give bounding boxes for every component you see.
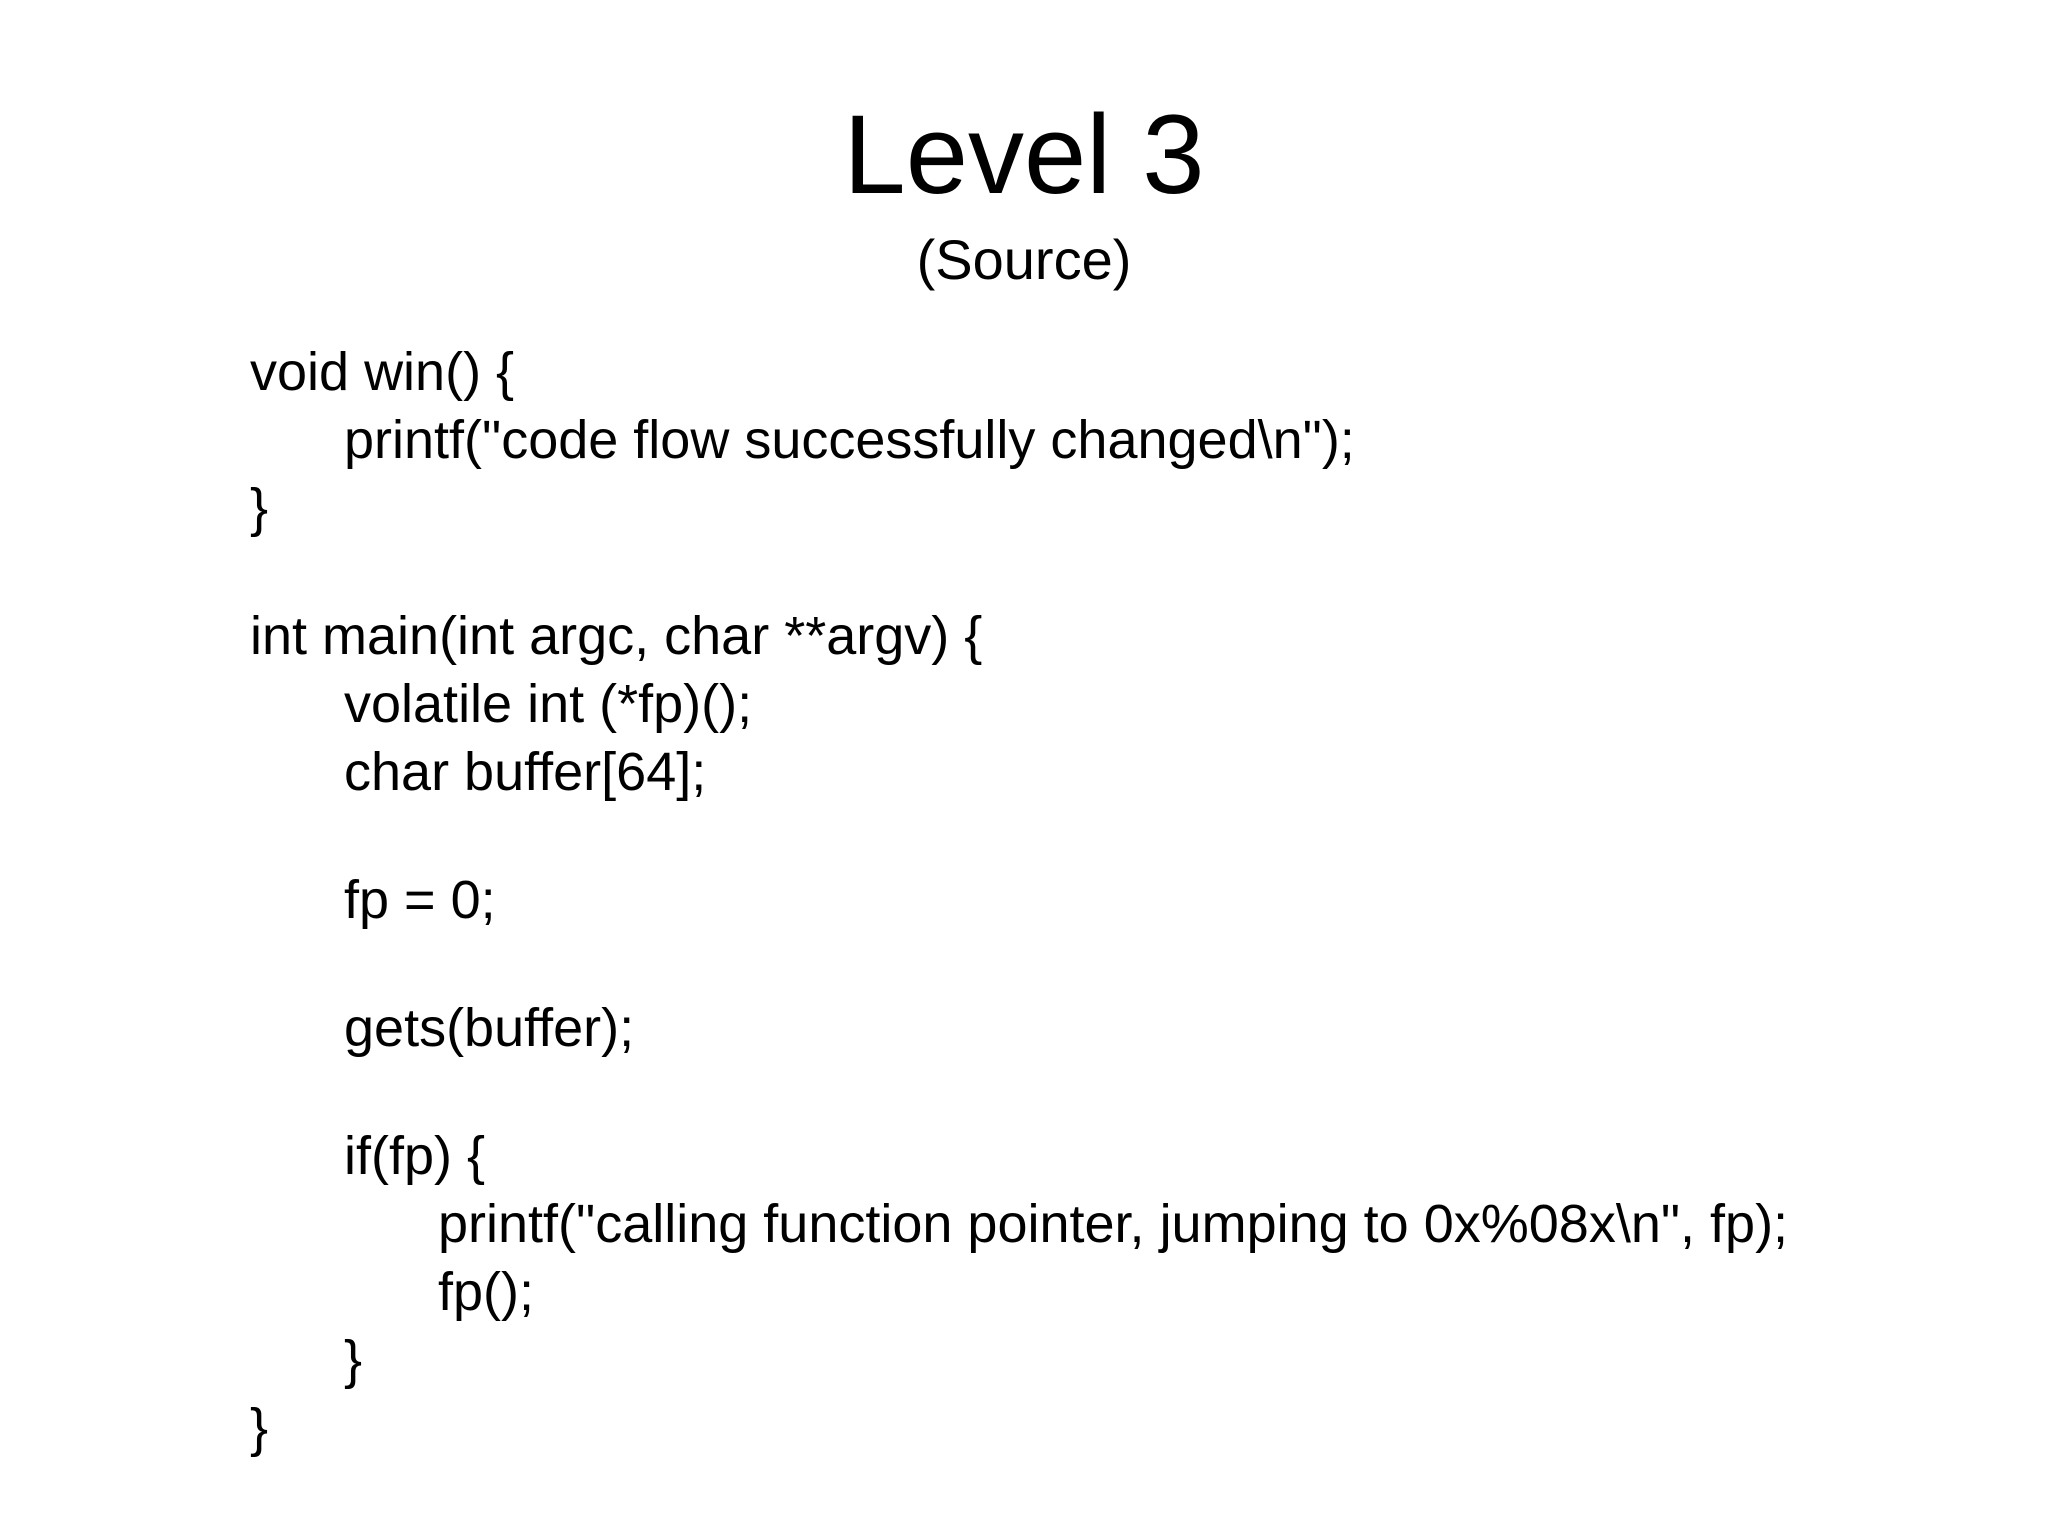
code-line: char buffer[64];	[344, 742, 707, 802]
code-line: }	[344, 1330, 363, 1390]
slide-subtitle: (Source)	[916, 228, 1132, 291]
code-line: int main(int argc, char **argv) {	[250, 606, 983, 666]
code-line: }	[250, 1398, 269, 1458]
code-line: fp();	[438, 1262, 535, 1322]
code-line: void win() {	[250, 342, 515, 402]
code-line: volatile int (*fp)();	[344, 674, 753, 734]
code-line: gets(buffer);	[344, 998, 635, 1058]
code-line: }	[250, 478, 269, 538]
slide-title: Level 3	[843, 92, 1205, 217]
code-line: fp = 0;	[344, 870, 496, 930]
code-line: if(fp) {	[344, 1126, 486, 1186]
code-line: printf("calling function pointer, jumpin…	[438, 1194, 1789, 1254]
code-line: printf("code flow successfully changed\n…	[344, 410, 1355, 470]
